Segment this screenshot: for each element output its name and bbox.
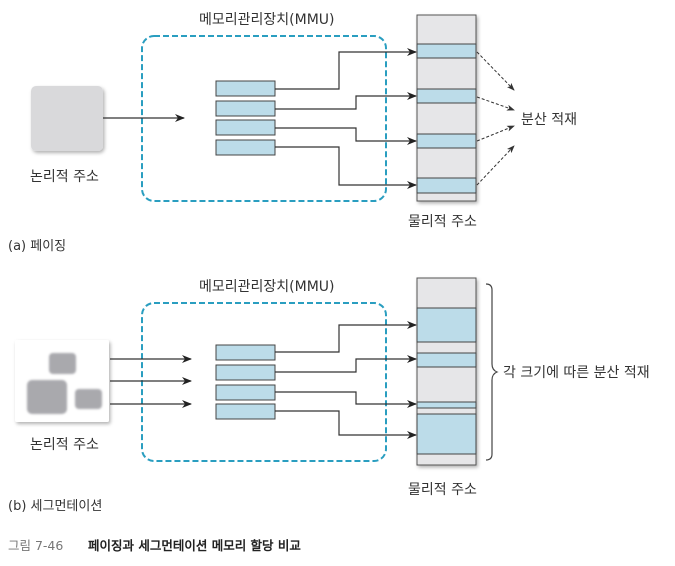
- memory-page-frame: [416, 177, 477, 194]
- segment-blocks: [27, 353, 102, 414]
- segment-table-entry: [215, 403, 276, 420]
- segment-block: [75, 389, 102, 409]
- page-table-entry: [215, 139, 276, 156]
- segmentation-input-arrows: [110, 355, 192, 408]
- paging-section-label: (a) 페이징: [8, 239, 66, 254]
- page-table-entry: [215, 80, 276, 97]
- scatter-arrow: [476, 145, 515, 186]
- memory-page-frame: [416, 43, 477, 59]
- figure-caption: 그림 7-46 페이징과 세그먼테이션 메모리 할당 비교: [8, 538, 301, 553]
- figure-number: 그림 7-46: [8, 538, 63, 553]
- mapping-arrow: [275, 92, 417, 110]
- segmentation-physical-label: 물리적 주소: [408, 482, 477, 498]
- mapping-arrow: [275, 410, 417, 439]
- mapping-arrow: [275, 48, 417, 90]
- paging-page-table: [215, 80, 276, 156]
- paging-scatter-label: 분산 적재: [521, 112, 577, 128]
- paging-mmu-label: 메모리관리장치(MMU): [199, 12, 335, 28]
- mapping-arrow: [275, 391, 417, 408]
- paging-physical-label: 물리적 주소: [408, 214, 477, 230]
- segment-block: [27, 380, 67, 414]
- segmentation-section-label: (b) 세그먼테이션: [8, 499, 102, 514]
- segment-table-entry: [215, 364, 276, 381]
- paging-mapping-arrows: [275, 48, 417, 189]
- memory-segment: [416, 352, 477, 368]
- segmentation-mmu-label: 메모리관리장치(MMU): [199, 279, 335, 295]
- mapping-arrow: [275, 127, 417, 145]
- scatter-arrow: [476, 125, 515, 142]
- figure-title: 페이징과 세그먼테이션 메모리 할당 비교: [88, 538, 301, 553]
- page-table-entry: [215, 100, 276, 117]
- page-table-entry: [215, 119, 276, 136]
- segmentation-diagram: 메모리관리장치(MMU) 논리적 주소: [8, 277, 650, 514]
- memory-segment: [416, 413, 477, 455]
- paging-logical-address-box: [31, 86, 103, 151]
- memory-segment: [416, 307, 477, 343]
- paging-logical-label: 논리적 주소: [30, 169, 99, 185]
- segment-table: [215, 344, 276, 420]
- segmentation-logical-label: 논리적 주소: [30, 437, 99, 453]
- scatter-arrow: [476, 51, 515, 91]
- memory-block: [416, 14, 477, 202]
- paging-physical-memory: [416, 14, 477, 202]
- memory-page-frame: [416, 133, 477, 149]
- mapping-arrow: [275, 321, 417, 353]
- scatter-arrow: [476, 96, 515, 111]
- mapping-arrow: [275, 146, 417, 189]
- memory-segment: [416, 401, 477, 409]
- brace-icon: [485, 283, 499, 461]
- segmentation-mapping-arrows: [275, 321, 417, 439]
- segment-table-entry: [215, 344, 276, 361]
- segmentation-mmu-box: [141, 302, 387, 462]
- segment-block: [49, 353, 76, 374]
- segmentation-scatter-label: 각 크기에 따른 분산 적재: [503, 365, 650, 381]
- paging-scatter-arrows: [476, 51, 515, 186]
- memory-page-frame: [416, 88, 477, 104]
- segment-table-entry: [215, 384, 276, 401]
- paging-diagram: 메모리관리장치(MMU) 논리적 주소 물리: [8, 12, 577, 254]
- mapping-arrow: [275, 355, 417, 373]
